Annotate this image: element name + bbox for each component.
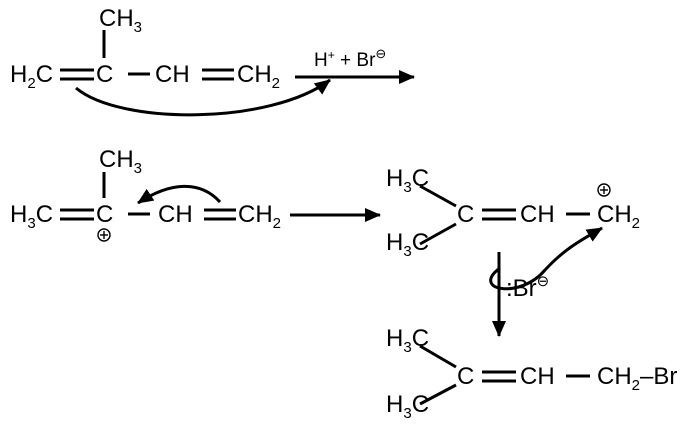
bromide-curved-arrow [489, 226, 603, 291]
step3-plus-charge-icon [597, 183, 611, 197]
step2-plus-charge-icon [97, 228, 111, 242]
product-ch-label: CH [520, 363, 555, 390]
step3-lower-methyl-bond [419, 222, 457, 246]
product-c-label: C [457, 363, 474, 390]
product-upper-methyl-bond [419, 344, 457, 369]
product-h3c-top-label: H3C [386, 325, 429, 356]
step3-c-label: C [457, 201, 474, 228]
step1-reagent-label: H+ + Br⊖ [314, 46, 386, 71]
step2-c2-label: C [96, 201, 113, 228]
product-h3c-bottom-label: H3C [386, 391, 429, 422]
step2-h3c-label: H3C [10, 201, 53, 232]
step3-ch-label: CH [520, 201, 555, 228]
step1-ch3-label: CH3 [99, 5, 142, 36]
step1-h2c-label: H2C [10, 61, 53, 92]
step3-cation: H3C H3C C CH CH2 [386, 165, 640, 260]
step1-ch2-label: CH2 [237, 61, 280, 92]
step2-ch-label: CH [158, 201, 193, 228]
product: H3C H3C C CH CH2–Br [386, 325, 677, 422]
step1-diene: H2C C CH3 CH CH2 [10, 5, 280, 92]
step2-ch3-label: CH3 [99, 146, 142, 177]
step1-c2-label: C [96, 61, 113, 88]
step1-curved-arrow [75, 78, 331, 117]
step3-h3c-top-label: H3C [386, 165, 429, 196]
step2-curved-arrow [137, 184, 222, 205]
product-ch2br-label: CH2–Br [597, 363, 677, 394]
step3-h3c-bottom-label: H3C [386, 229, 429, 260]
step3-upper-methyl-bond [419, 184, 457, 208]
step1-ch-label: CH [155, 61, 190, 88]
bromide-nucleophile-label: :Br⊖ [506, 273, 549, 302]
step2-cation: H3C C CH3 CH CH2 [10, 146, 281, 242]
step3-ch2-label: CH2 [597, 201, 640, 232]
step2-ch2-label: CH2 [238, 201, 281, 232]
product-lower-methyl-bond [419, 383, 457, 406]
